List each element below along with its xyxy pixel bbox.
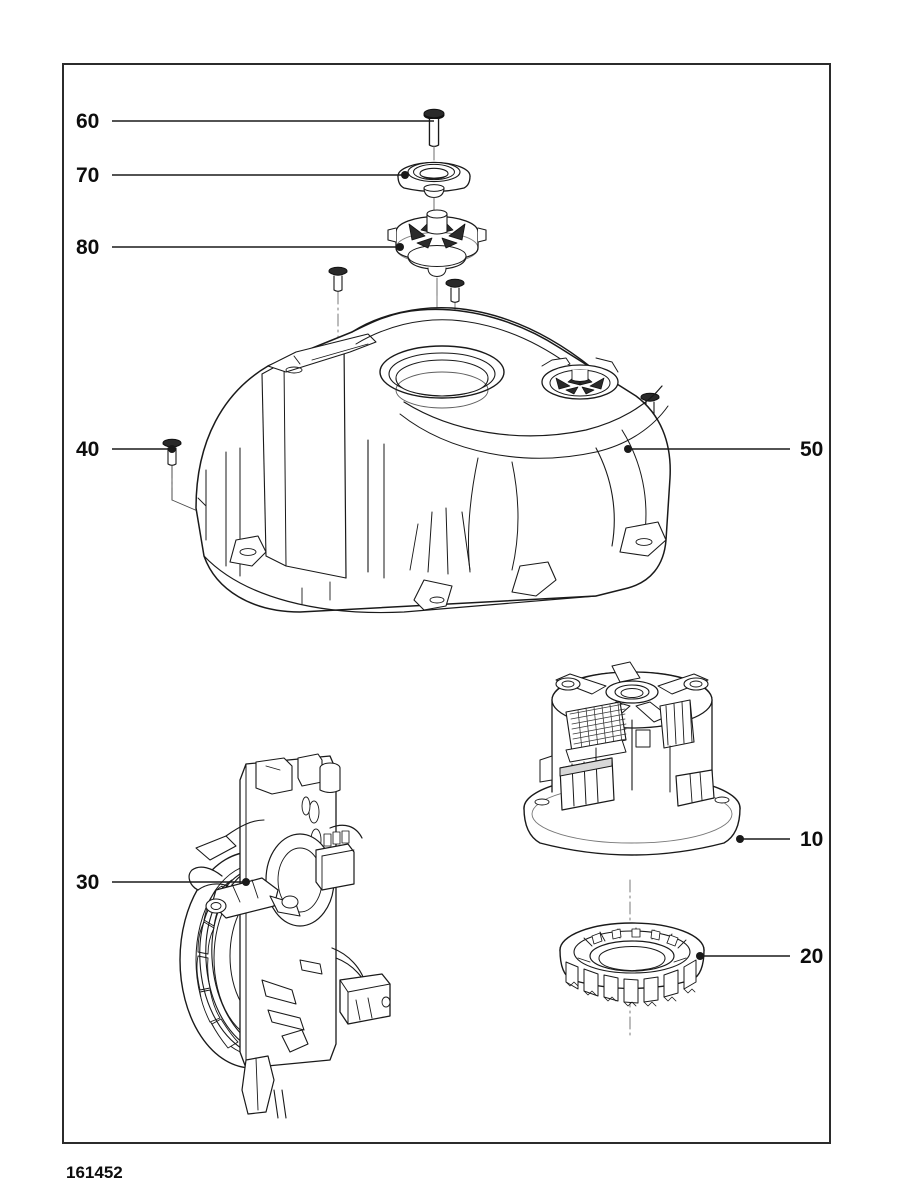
callout-70: 70 [76, 164, 409, 187]
callout-label-60: 60 [76, 110, 99, 133]
part-screw-housing-mid [445, 278, 465, 303]
part-screw-housing-left [328, 266, 348, 292]
leader-dot-10 [736, 835, 744, 843]
callout-label-80: 80 [76, 236, 99, 259]
part-washer-70 [397, 161, 471, 215]
callout-60: 60 [76, 110, 434, 133]
callout-80: 80 [76, 236, 404, 259]
leader-dot-20 [696, 952, 704, 960]
leader-dot-30 [242, 878, 250, 886]
callout-label-30: 30 [76, 871, 99, 894]
leader-dot-50 [624, 445, 632, 453]
part-cord-reel-assembly-30 [179, 753, 391, 1119]
callout-30: 30 [76, 871, 250, 894]
callout-label-70: 70 [76, 164, 99, 187]
part-motor-housing-cover-50 [195, 307, 671, 614]
diagram-border [62, 63, 831, 1144]
callout-label-10: 10 [800, 828, 823, 851]
part-gasket-ring-20 [559, 922, 705, 1007]
sheet-caption: 161452 [66, 1163, 123, 1182]
part-impeller-80 [387, 209, 487, 297]
callout-label-50: 50 [800, 438, 823, 461]
part-screw-60 [423, 108, 445, 161]
callout-10: 10 [736, 828, 823, 851]
callout-50: 50 [624, 438, 823, 461]
callout-layer: 60 70 80 40 30 50 10 20 [76, 110, 823, 968]
part-motor-assembly-10 [523, 661, 741, 856]
leader-dot-40 [168, 445, 176, 453]
callout-label-20: 20 [800, 945, 823, 968]
leader-dot-70 [401, 171, 409, 179]
callout-40: 40 [76, 438, 176, 461]
leader-dot-80 [396, 243, 404, 251]
callout-label-40: 40 [76, 438, 99, 461]
callout-20: 20 [696, 945, 823, 968]
